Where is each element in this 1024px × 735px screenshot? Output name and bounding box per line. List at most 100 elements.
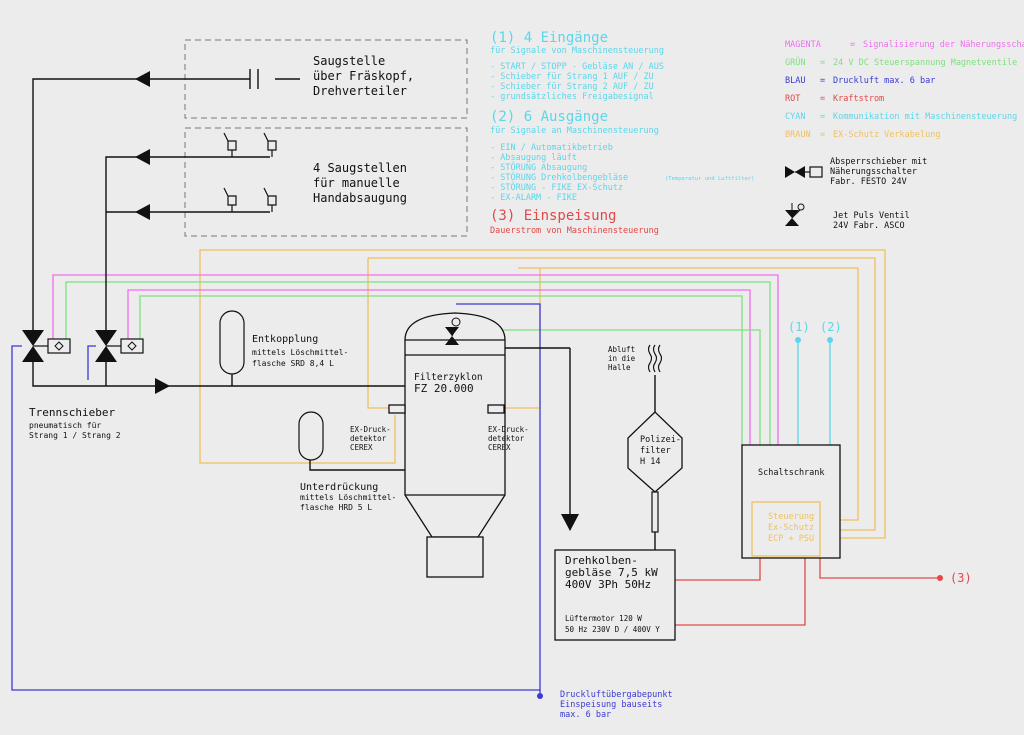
key-cyan-desc: Kommunikation mit Maschinensteuerung (833, 112, 1017, 122)
strand-1-valve (22, 330, 71, 362)
outputs-subheading: für Signale an Maschinensteuerung (490, 126, 659, 136)
strand-2-valve (95, 330, 144, 362)
cyclone-label-1: Filterzyklon (414, 372, 483, 383)
key-magenta-name: MAGENTA (785, 40, 821, 50)
ex-control-label-3: ECP + PSU (768, 534, 814, 544)
inputs-item: - grundsätzliches Freigabesignal (490, 92, 654, 102)
signal-wiring (52, 274, 779, 445)
key-brown-name: BRAUN (785, 130, 811, 140)
key-brown-desc: EX-Schutz Verkabelung (833, 130, 940, 140)
valve-legend-line1: Absperrschieber mit (830, 157, 927, 167)
air-point-label-3: max. 6 bar (560, 710, 611, 720)
key-green-name: GRÜN (785, 57, 805, 68)
supply-terminal-dot (937, 575, 943, 581)
jet-legend-line2: 24V Fabr. ASCO (833, 221, 905, 231)
outputs-item: - STÖRUNG Absaugung (490, 162, 587, 173)
key-magenta-dash: = (850, 40, 855, 50)
terminal-2-label: (2) (820, 320, 842, 334)
vacuum-label-3: flasche HRD 5 L (300, 503, 372, 512)
exhaust-label-3: Halle (608, 363, 631, 372)
terminal-1-label: (1) (788, 320, 810, 334)
key-red-name: ROT (785, 94, 800, 104)
separator-label-3: Strang 1 / Strang 2 (29, 431, 121, 440)
comm-wiring (797, 340, 831, 445)
filter-cyclone (388, 312, 506, 578)
key-cyan-name: CYAN (785, 112, 805, 122)
outputs-item: - STÖRUNG Drehkolbengebläse (490, 172, 628, 183)
cyclone-jet-valve (445, 317, 461, 345)
key-brown-dash: = (820, 130, 825, 140)
comm-terminal-1-dot (795, 337, 801, 343)
exdet-right-label-1: EX-Druck- (488, 425, 529, 434)
inputs-item: - START / STOPP - Gebläse AN / AUS (490, 62, 664, 72)
decoupling-bottle (219, 310, 245, 375)
jet-legend-line1: Jet Puls Ventil (833, 211, 910, 221)
cabinet-label: Schaltschrank (758, 468, 825, 478)
valve-legend-line3: Fabr. FESTO 24V (830, 177, 907, 187)
ex-control-label-1: Steuerung (768, 512, 814, 522)
vacuum-label-2: mittels Löschmittel- (300, 493, 396, 502)
key-magenta-desc: Signalisierung der Näherungsschalter (863, 40, 1024, 50)
outputs-item-note: (Temperatur und Luftfilter) (665, 176, 754, 182)
key-blue-dash: = (820, 76, 825, 86)
suction-head-label-1: Saugstelle (313, 54, 385, 68)
police-filter-label-2: filter (640, 446, 671, 456)
decoupling-label-2: mittels Löschmittel- (252, 348, 348, 357)
inputs-heading: (1) 4 Eingänge (490, 30, 608, 46)
inputs-item: - Schieber für Strang 2 AUF / ZU (490, 82, 654, 92)
outputs-item: - EX-ALARM - FIKE (490, 193, 577, 203)
comm-terminal-2-dot (827, 337, 833, 343)
police-filter-label-3: H 14 (640, 457, 660, 467)
suction-head-label-3: Drehverteiler (313, 84, 407, 98)
decoupling-label-1: Entkopplung (252, 334, 318, 345)
jet-pulse-valve-icon (785, 203, 805, 226)
key-green-desc: 24 V DC Steuerspannung Magnetventile (833, 58, 1017, 68)
key-green-dash: = (820, 58, 825, 68)
key-red-desc: Kraftstrom (833, 94, 884, 104)
ex-control-unit (751, 501, 821, 557)
key-blue-name: BLAU (785, 76, 805, 86)
suction-head-label-2: über Fräskopf, (313, 69, 414, 83)
exdet-right-label-3: CEREX (488, 443, 511, 452)
exdet-left-label-3: CEREX (350, 443, 373, 452)
cyclone-label-2: FZ 20.000 (414, 382, 474, 395)
outputs-item: - Absaugung läuft (490, 153, 577, 163)
manual-suction-points (223, 132, 277, 212)
power-wiring (675, 558, 940, 626)
blower-label-2: gebläse 7,5 kW (565, 566, 658, 579)
inputs-item: - Schieber für Strang 1 AUF / ZU (490, 72, 654, 82)
exdet-right-label-2: detektor (488, 434, 525, 443)
fan-motor-label-2: 50 Hz 230V D / 400V Y (565, 625, 660, 634)
exdet-left-label-1: EX-Druck- (350, 425, 391, 434)
blower-label-1: Drehkolben- (565, 554, 638, 567)
manual-suction-label-3: Handabsaugung (313, 191, 407, 205)
manual-suction-label-1: 4 Saugstellen (313, 161, 407, 175)
police-filter (627, 411, 683, 533)
police-filter-label-1: Polizei- (640, 435, 681, 445)
exhaust-label-2: in die (608, 354, 636, 363)
air-point-label-1: Druckluftübergabepunkt (560, 690, 673, 700)
outputs-item: - STÖRUNG - FIKE EX-Schutz (490, 182, 623, 193)
supply-subheading: Dauerstrom von Maschinensteuerung (490, 226, 659, 236)
exhaust-label-1: Abluft (608, 345, 635, 354)
separator-label-1: Trennschieber (29, 406, 115, 419)
exhaust-wave-icon (647, 344, 663, 373)
air-wiring (11, 303, 541, 691)
pipework (32, 78, 656, 550)
valve-legend-line2: Näherungsschalter (830, 167, 917, 177)
key-cyan-dash: = (820, 112, 825, 122)
rotary-blower-box (554, 549, 676, 641)
key-red-dash: = (820, 94, 825, 104)
air-point-label-2: Einspeisung bauseits (560, 700, 662, 710)
blower-label-3: 400V 3Ph 50Hz (565, 578, 651, 591)
vacuum-label-1: Unterdrückung (300, 482, 378, 493)
decoupling-label-3: flasche SRD 8,4 L (252, 359, 334, 368)
exdet-left-label-2: detektor (350, 434, 387, 443)
fan-motor-label-1: Lüftermotor 120 W (565, 614, 642, 623)
inputs-subheading: für Signale von Maschinensteuerung (490, 46, 664, 56)
separator-label-2: pneumatisch für (29, 421, 101, 430)
flow-arrows (135, 71, 579, 531)
ex-control-label-2: Ex-Schutz (768, 523, 814, 533)
